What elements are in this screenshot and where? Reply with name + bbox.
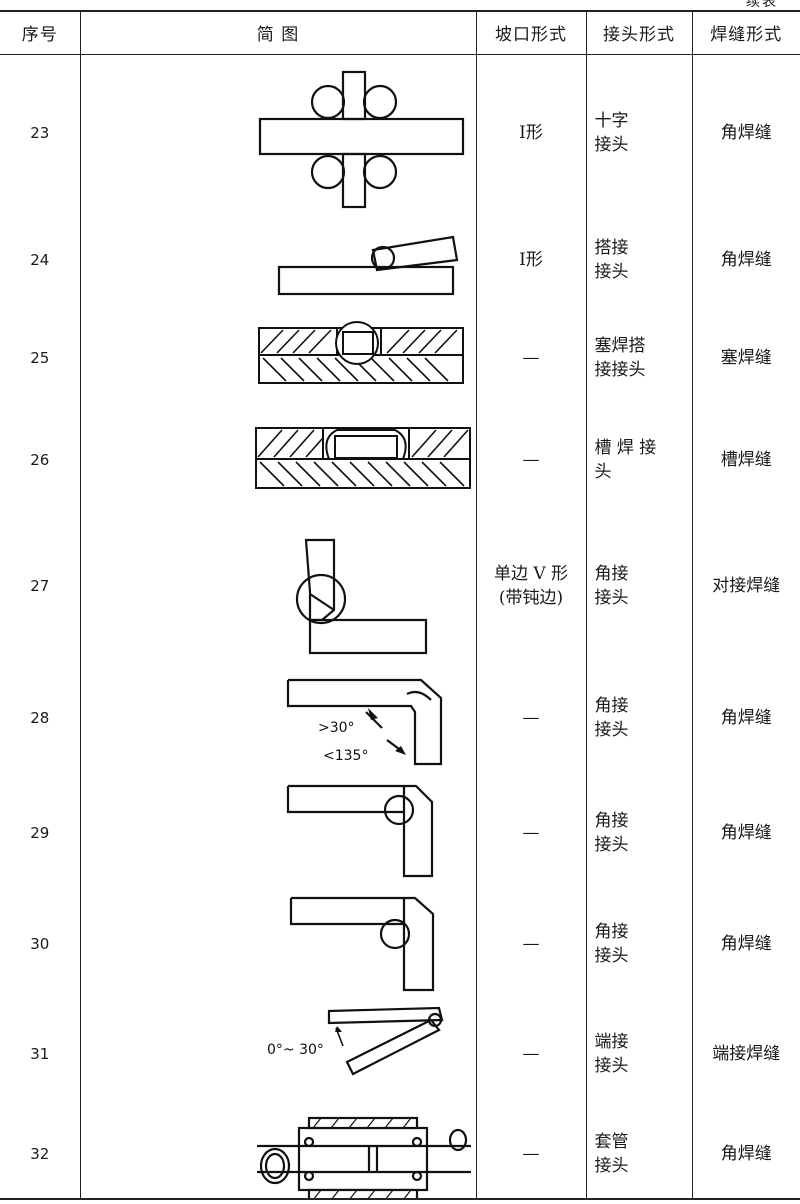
angle-min-label: >30° bbox=[318, 720, 355, 736]
continued-label: 续表 bbox=[746, 0, 778, 10]
row-no: 30 bbox=[0, 889, 81, 998]
header-joint: 接头形式 bbox=[585, 10, 693, 55]
groove-cell: — bbox=[475, 997, 587, 1110]
joint-cell: 角接接头 bbox=[585, 889, 693, 998]
weld-cell: 槽焊缝 bbox=[691, 407, 800, 512]
corner-joint-inside-icon bbox=[286, 784, 433, 877]
corner-joint-outside-icon bbox=[289, 896, 434, 991]
joint-cell: 角接接头 bbox=[585, 775, 693, 890]
table-row: 30 — 角接接头 角焊缝 bbox=[0, 889, 800, 998]
joint-cell: 槽 焊 接头 bbox=[585, 407, 693, 512]
groove-cell: I形 bbox=[475, 211, 587, 308]
header-no: 序号 bbox=[0, 10, 81, 55]
groove-cell: — bbox=[475, 307, 587, 408]
weld-cell: 角焊缝 bbox=[691, 889, 800, 998]
groove-cell: — bbox=[475, 1109, 587, 1200]
joint-cell: 端接接头 bbox=[585, 997, 693, 1110]
table-row: 26 bbox=[0, 407, 800, 512]
corner-joint-angle-icon: >30° <135° bbox=[286, 678, 442, 765]
table-row: 24 I形 搭接接头 角焊缝 bbox=[0, 211, 800, 308]
joint-cell: 搭接接头 bbox=[585, 211, 693, 308]
joint-cell: 塞焊搭接接头 bbox=[585, 307, 693, 408]
table-row: 32 bbox=[0, 1109, 800, 1200]
lap-joint-icon bbox=[277, 235, 458, 295]
row-no: 31 bbox=[0, 997, 81, 1110]
weld-joint-table: 序号 简 图 坡口形式 接头形式 焊缝形式 23 I形 十字接头 角焊缝 bbox=[0, 10, 800, 1200]
weld-cell: 端接焊缝 bbox=[691, 997, 800, 1110]
edge-joint-icon: 0°~ 30° bbox=[267, 1006, 443, 1075]
weld-cell: 塞焊缝 bbox=[691, 307, 800, 408]
row-no: 23 bbox=[0, 54, 81, 212]
header-groove: 坡口形式 bbox=[475, 10, 587, 55]
cross-joint-icon bbox=[258, 70, 464, 208]
joint-cell: 套管接头 bbox=[585, 1109, 693, 1200]
diagram-cell bbox=[79, 407, 477, 512]
diagram-cell bbox=[79, 775, 477, 890]
header-weld: 焊缝形式 bbox=[691, 10, 800, 55]
bevel-corner-joint-icon bbox=[295, 538, 427, 654]
groove-cell: — bbox=[475, 407, 587, 512]
row-no: 26 bbox=[0, 407, 81, 512]
diagram-cell bbox=[79, 211, 477, 308]
sleeve-joint-icon bbox=[256, 1116, 471, 1198]
diagram-cell bbox=[79, 511, 477, 660]
row-no: 25 bbox=[0, 307, 81, 408]
row-no: 28 bbox=[0, 659, 81, 776]
groove-cell: 单边 V 形(带钝边) bbox=[475, 511, 587, 660]
header-diagram: 简 图 bbox=[79, 10, 477, 55]
row-no: 29 bbox=[0, 775, 81, 890]
angle-range-label: 0°~ 30° bbox=[267, 1042, 324, 1058]
table-row: 27 单边 V 形(带钝边) 角接接头 对接焊缝 bbox=[0, 511, 800, 660]
groove-cell: — bbox=[475, 889, 587, 998]
diagram-cell bbox=[79, 54, 477, 212]
row-no: 24 bbox=[0, 211, 81, 308]
table-row: 28 >30° <135° — 角接接头 角焊缝 bbox=[0, 659, 800, 776]
joint-cell: 十字接头 bbox=[585, 54, 693, 212]
row-no: 27 bbox=[0, 511, 81, 660]
table-row: 23 I形 十字接头 角焊缝 bbox=[0, 54, 800, 212]
weld-cell: 角焊缝 bbox=[691, 211, 800, 308]
weld-cell: 角焊缝 bbox=[691, 1109, 800, 1200]
table-row: 25 bbox=[0, 307, 800, 408]
groove-cell: — bbox=[475, 775, 587, 890]
plug-weld-icon bbox=[257, 320, 464, 384]
groove-cell: — bbox=[475, 659, 587, 776]
table-header-row: 序号 简 图 坡口形式 接头形式 焊缝形式 bbox=[0, 10, 800, 55]
diagram-cell: 0°~ 30° bbox=[79, 997, 477, 1110]
groove-cell: I形 bbox=[475, 54, 587, 212]
weld-cell: 角焊缝 bbox=[691, 54, 800, 212]
angle-max-label: <135° bbox=[323, 748, 368, 764]
slot-weld-icon bbox=[254, 426, 471, 489]
diagram-cell bbox=[79, 307, 477, 408]
table-row: 31 0°~ 30° — 端接接头 端接焊缝 bbox=[0, 997, 800, 1110]
row-no: 32 bbox=[0, 1109, 81, 1200]
table-row: 29 — 角接接头 角焊缝 bbox=[0, 775, 800, 890]
joint-cell: 角接接头 bbox=[585, 659, 693, 776]
weld-cell: 角焊缝 bbox=[691, 775, 800, 890]
joint-cell: 角接接头 bbox=[585, 511, 693, 660]
diagram-cell bbox=[79, 889, 477, 998]
weld-cell: 角焊缝 bbox=[691, 659, 800, 776]
diagram-cell bbox=[79, 1109, 477, 1200]
diagram-cell: >30° <135° bbox=[79, 659, 477, 776]
weld-cell: 对接焊缝 bbox=[691, 511, 800, 660]
